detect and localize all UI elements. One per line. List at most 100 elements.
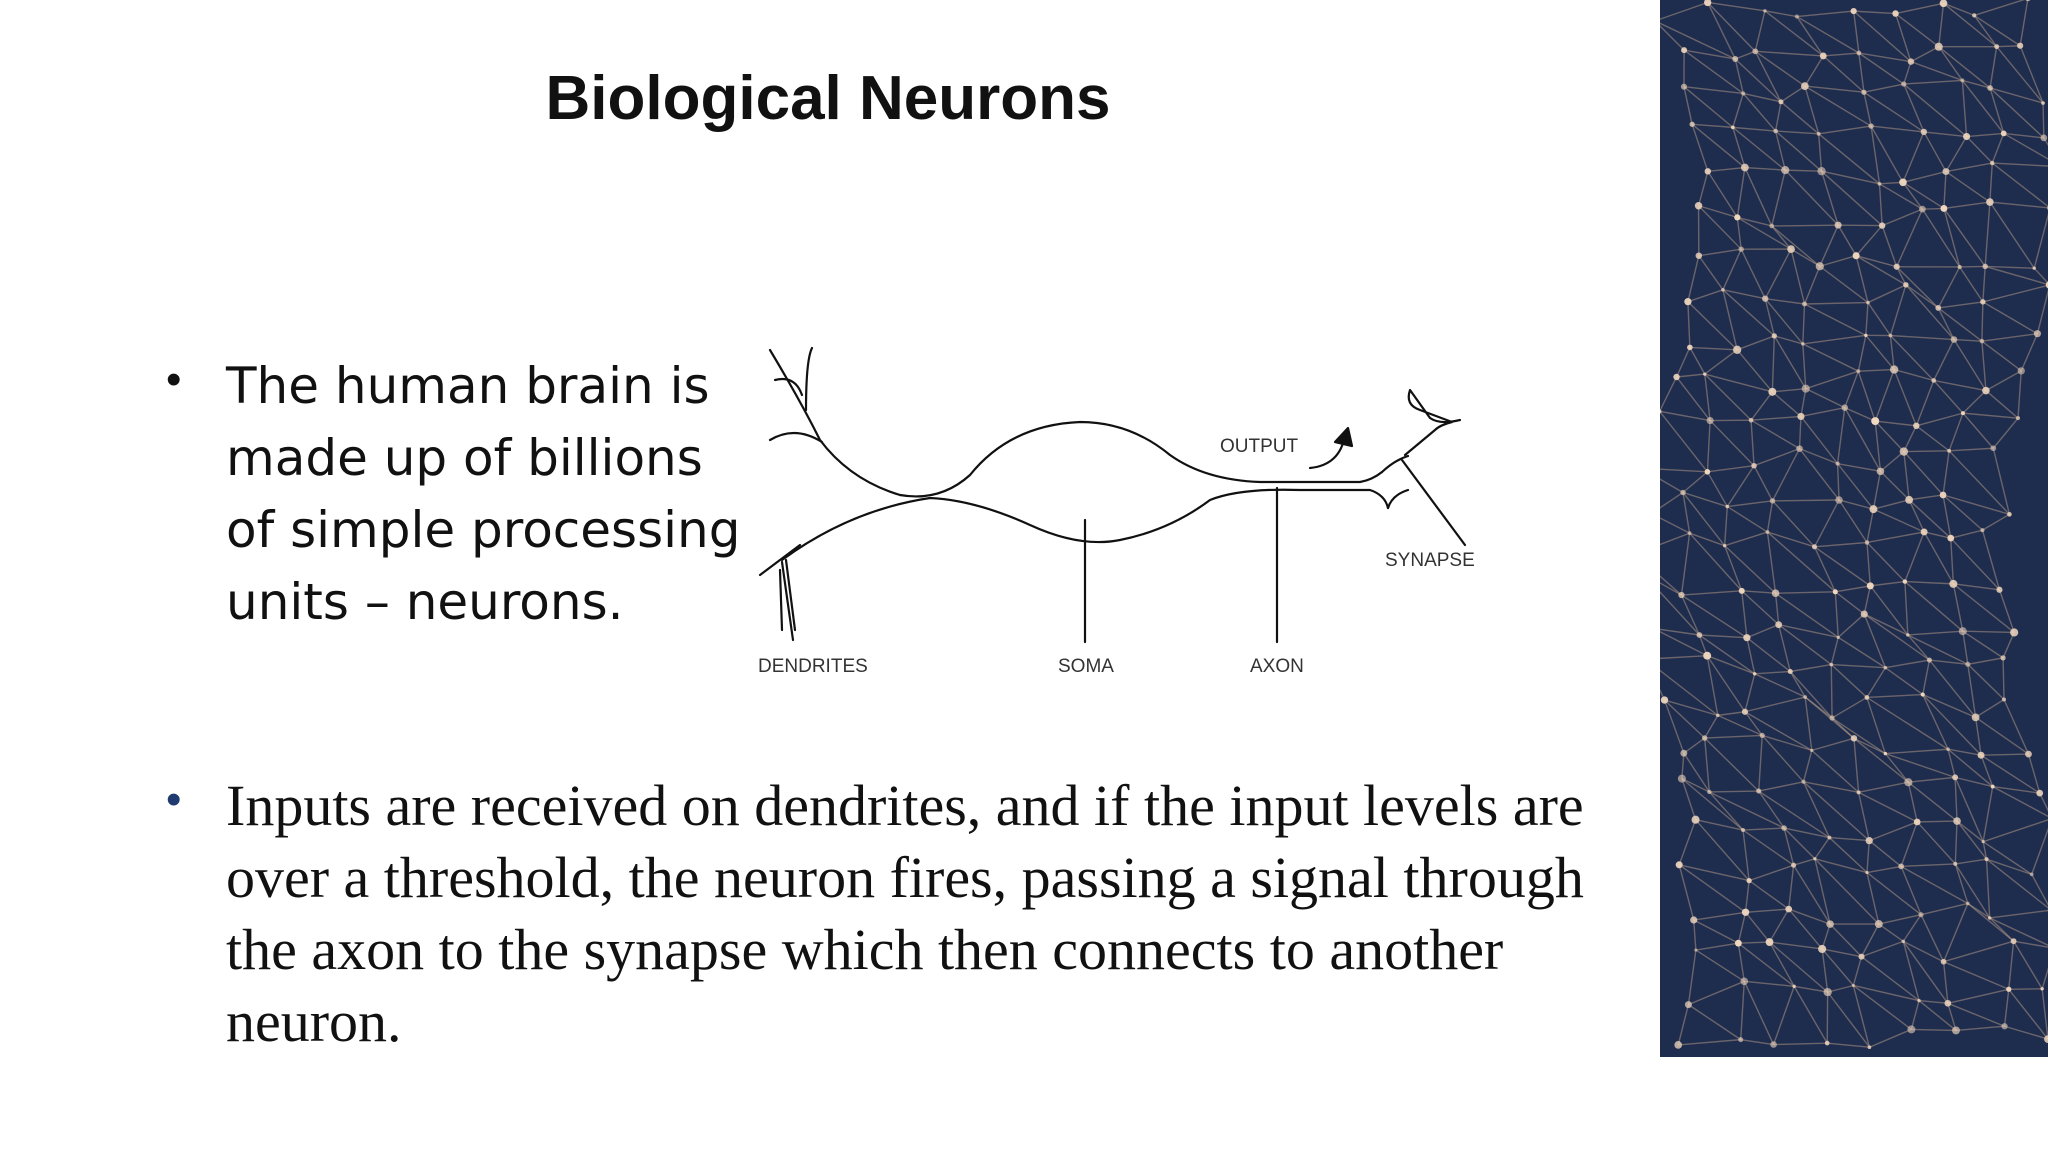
network-edge	[1699, 634, 1747, 639]
network-edge	[1802, 750, 1813, 782]
network-edge	[1704, 737, 1760, 792]
network-node	[2040, 134, 2048, 142]
network-node	[1865, 870, 1869, 875]
network-edge	[1707, 1, 1756, 52]
network-edge	[1800, 406, 1845, 418]
network-edge	[1774, 101, 1782, 132]
network-node	[1907, 58, 1915, 65]
network-edge	[1766, 531, 1777, 594]
network-edge	[1746, 637, 1756, 674]
synapse-pointer-line	[1400, 458, 1467, 547]
network-edge	[1908, 499, 1952, 539]
network-edge	[1870, 125, 1881, 184]
network-node	[1901, 81, 1907, 87]
network-edge	[1869, 585, 1909, 636]
network-edge	[1900, 821, 1918, 867]
network-edge	[1904, 580, 1954, 585]
network-edge	[1908, 776, 1956, 783]
network-node	[1741, 91, 1746, 96]
network-node	[2010, 938, 2017, 945]
network-node	[2036, 789, 2044, 797]
network-edge	[1706, 655, 1746, 713]
network-edge	[1884, 753, 1909, 783]
network-edge	[1814, 858, 1880, 925]
network-edge	[1766, 500, 1774, 533]
bullet-brain: • The human brain is made up of billions…	[166, 350, 746, 638]
network-node	[1920, 128, 1928, 136]
network-edge	[1984, 201, 1991, 267]
network-edge	[1982, 266, 1986, 302]
network-node	[1792, 984, 1796, 989]
network-node	[1920, 528, 1928, 536]
network-edge	[1985, 370, 2022, 392]
network-edge	[1708, 791, 1744, 831]
network-edge	[1982, 786, 1994, 842]
network-edge	[1660, 591, 1700, 636]
network-node	[1866, 582, 1874, 590]
network-edge	[1805, 370, 1859, 390]
network-edge	[1852, 11, 1860, 54]
network-edge	[1863, 585, 1871, 615]
network-edge	[1866, 693, 1923, 699]
label-soma: SOMA	[1058, 656, 1114, 677]
network-node	[2010, 628, 2019, 637]
network-edge	[1754, 10, 1766, 52]
network-node	[2000, 130, 2007, 137]
network-edge	[1660, 628, 1700, 636]
network-edge	[1981, 301, 1984, 342]
network-edge	[1950, 537, 2000, 591]
network-edge	[1902, 940, 1949, 1004]
network-edge	[1774, 335, 1804, 345]
network-edge	[1754, 670, 1791, 675]
network-edge	[1922, 693, 1976, 718]
network-edge	[1683, 49, 1744, 95]
network-edge	[1698, 248, 1742, 257]
network-edge	[1989, 909, 2048, 919]
network-edge	[1884, 667, 1924, 696]
network-edge	[1823, 52, 1859, 57]
network-edge	[1698, 634, 1756, 675]
network-edge	[1967, 664, 1977, 718]
network-edge	[1813, 546, 1836, 593]
network-edge	[1717, 714, 1763, 737]
network-node	[2016, 416, 2021, 421]
network-node	[1781, 166, 1790, 175]
network-edge	[1855, 225, 1883, 257]
network-node	[1972, 13, 1977, 18]
network-edge	[1874, 420, 1905, 453]
network-edge	[1996, 45, 2021, 48]
leader-dendrites	[780, 560, 795, 642]
network-edge	[1706, 655, 1755, 675]
network-edge	[1835, 585, 1871, 593]
network-edge	[2002, 657, 2005, 700]
network-edge	[1683, 85, 1744, 95]
network-edge	[1717, 711, 1746, 717]
network-edge	[1956, 820, 1988, 860]
network-edge	[1991, 162, 2048, 208]
network-node	[1888, 333, 1893, 338]
network-edge	[1837, 613, 1865, 638]
network-edge	[1837, 462, 1881, 473]
network-node	[1920, 692, 1925, 697]
network-edge	[1741, 590, 1776, 594]
network-edge	[1933, 379, 1987, 392]
network-edge	[1722, 248, 1742, 291]
network-edge	[1724, 531, 1768, 547]
network-node	[1677, 774, 1686, 783]
network-edge	[1788, 908, 1823, 950]
network-edge	[1989, 162, 1993, 203]
network-edge	[1740, 248, 1766, 299]
network-edge	[1681, 753, 1685, 779]
network-edge	[1904, 531, 1925, 582]
network-node	[1771, 333, 1777, 339]
network-node	[1797, 412, 1805, 421]
network-node	[1996, 586, 2003, 593]
network-node	[1748, 417, 1754, 423]
network-edge	[1947, 988, 2009, 1004]
network-edge	[1764, 248, 1792, 299]
network-edge	[1704, 715, 1719, 739]
network-edge	[1975, 716, 2029, 755]
network-edge	[1975, 698, 2005, 718]
network-edge	[1896, 208, 1924, 268]
network-edge	[1796, 10, 1854, 18]
